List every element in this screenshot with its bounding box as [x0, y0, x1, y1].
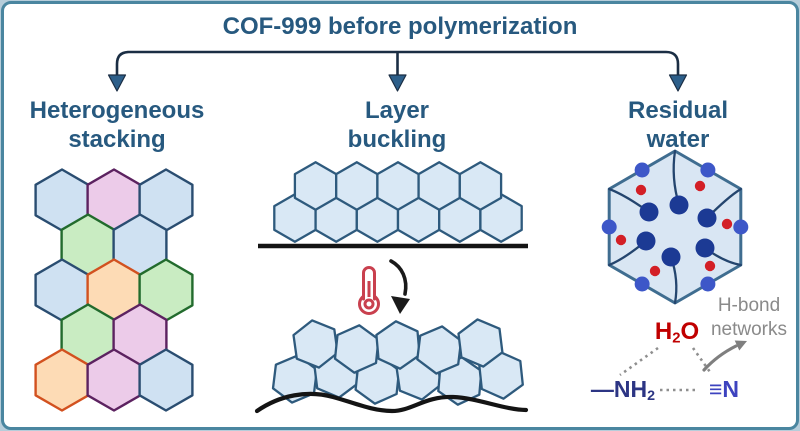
heading-residual-water: Residual water [568, 96, 788, 154]
framework-node-dot [634, 162, 650, 178]
heading-line: stacking [68, 126, 166, 153]
nitrile-group-label: ≡N [693, 376, 755, 403]
amine-subscript: 2 [647, 388, 656, 405]
h-bond-dotted-line [691, 347, 712, 373]
amine-site-dot [661, 247, 681, 267]
hbond-networks-label: H-bond networks [703, 294, 795, 342]
amine-nh: NH [613, 376, 648, 402]
flat-layer-sheet [273, 161, 523, 243]
h2o-subscript: 2 [672, 330, 681, 347]
hexagon-tile-blue [138, 348, 194, 412]
framework-node-dot [634, 276, 650, 292]
hydrogen-bond-dots [619, 346, 712, 392]
h-bond-dotted-line [619, 346, 659, 377]
nitrile-n: ≡N [708, 376, 740, 402]
water-molecule-dot [721, 218, 733, 230]
water-molecule-dot [649, 265, 661, 277]
heading-line: Heterogeneous [29, 97, 205, 124]
branch-arrowhead-icon [107, 74, 127, 92]
hexagon-tile [335, 161, 379, 211]
branch-arrowhead-icon [668, 74, 688, 92]
water-molecule-dot [635, 184, 647, 196]
h2o-h: H [654, 318, 673, 345]
h2o-o: O [680, 318, 700, 345]
framework-node-dot [733, 219, 749, 235]
hbond-label-line: H-bond [717, 295, 781, 316]
heading-line: water [646, 126, 710, 153]
wavy-substrate [254, 391, 529, 414]
hbond-callout-arrow-icon [702, 340, 747, 372]
hexagon-tile [293, 161, 338, 211]
hbond-label-line: networks [710, 319, 788, 340]
heading-line: buckling [347, 126, 447, 153]
amine-bond-dash: — [590, 376, 614, 402]
framework-node-dot [601, 219, 617, 235]
amine-site-dot [669, 195, 689, 215]
amine-group-label: —NH2 [578, 376, 668, 404]
water-molecule-dots [615, 180, 733, 277]
heterogeneous-hexgrid [34, 168, 194, 412]
framework-node-dot [700, 162, 716, 178]
hexagon-tile [458, 161, 503, 211]
amine-site-dot [636, 231, 656, 251]
heading-layer-buckling: Layer buckling [287, 96, 507, 154]
framework-node-dots [601, 162, 749, 292]
water-molecule-dot [694, 180, 706, 192]
heading-line: Layer [364, 97, 430, 124]
thermometer-icon [358, 266, 380, 315]
diagram-title: COF-999 before polymerization [222, 13, 578, 40]
framework-node-dot [700, 276, 716, 292]
amine-site-dot [697, 208, 717, 228]
heading-line: Residual [627, 97, 729, 124]
amine-site-dots [636, 195, 717, 267]
buckled-layer-sheet [271, 318, 524, 406]
buckled-substrate-line [254, 391, 529, 414]
hexagon-tile [376, 161, 420, 211]
amine-site-dot [695, 238, 715, 258]
heating-arrow-icon [389, 259, 410, 314]
hexagon-tile [292, 319, 339, 369]
water-molecule-dot [704, 260, 716, 272]
water-molecule-dot [615, 234, 627, 246]
hexagon-tile [375, 320, 421, 370]
heading-heterogeneous-stacking: Heterogeneous stacking [7, 96, 227, 154]
branch-connector [107, 50, 688, 92]
branch-arrowhead-icon [388, 74, 407, 92]
hexagon-tile [457, 318, 504, 368]
h2o-label: H2O [640, 318, 714, 346]
amine-site-dot [639, 202, 659, 222]
hexagon-tile [417, 161, 461, 211]
